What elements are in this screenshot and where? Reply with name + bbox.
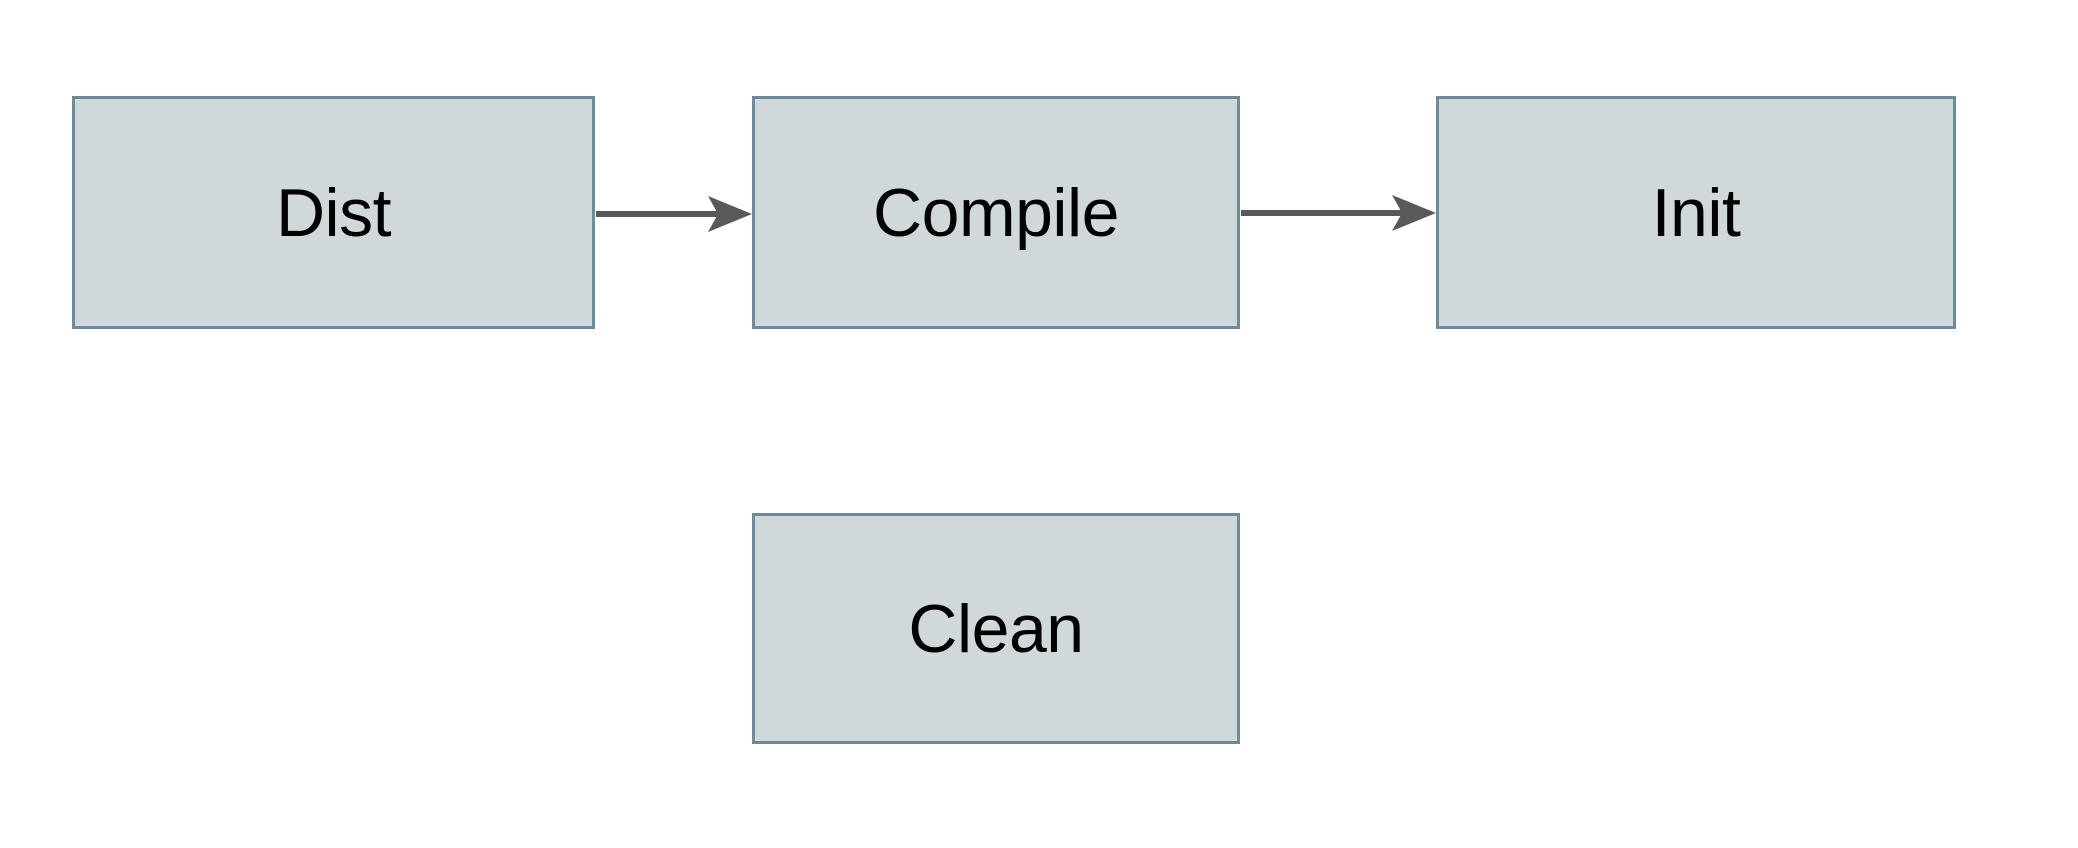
arrowhead-icon (708, 196, 752, 232)
node-label-compile: Compile (873, 174, 1119, 251)
node-label-clean: Clean (908, 590, 1084, 667)
node-dist[interactable]: Dist (72, 96, 595, 329)
arrowhead-icon (1392, 195, 1436, 231)
node-clean[interactable]: Clean (752, 513, 1240, 744)
edge-compile-to-init[interactable] (1241, 195, 1436, 231)
node-label-dist: Dist (275, 174, 392, 251)
node-init[interactable]: Init (1436, 96, 1956, 329)
edge-dist-to-compile[interactable] (596, 196, 752, 232)
node-label-init: Init (1651, 174, 1741, 251)
node-compile[interactable]: Compile (752, 96, 1240, 329)
